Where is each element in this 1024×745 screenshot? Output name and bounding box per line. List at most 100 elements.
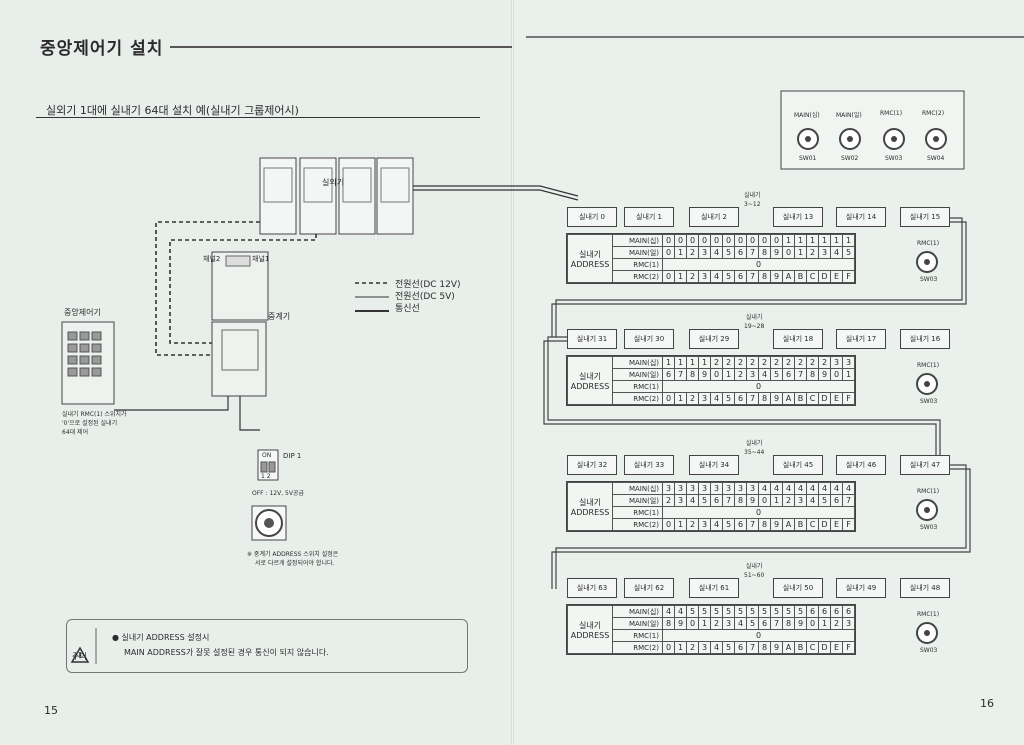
address-cell: A [782,641,795,654]
address-cell: 2 [770,356,783,369]
address-cell: C [806,270,819,283]
row-label: RMC(2) [612,392,663,405]
address-cell: 6 [734,246,747,259]
row-label: MAIN(일) [612,368,663,381]
address-cell: 7 [770,617,783,630]
address-cell: 3 [662,482,675,495]
row-label: RMC(2) [612,518,663,531]
rmc1-cell: 0 [662,380,855,393]
address-cell: 3 [698,392,711,405]
rotary-switch-icon[interactable] [916,373,938,395]
channel2-label: 채널2 [203,255,221,263]
address-cell: 6 [734,392,747,405]
address-cell: 6 [818,605,831,618]
address-cell: 1 [818,617,831,630]
address-cell: B [794,518,807,531]
address-cell: 7 [746,392,759,405]
address-cell: 0 [662,234,675,247]
address-cell: 4 [758,482,771,495]
address-cell: 3 [698,270,711,283]
address-cell: 3 [686,482,699,495]
address-cell: 6 [830,494,843,507]
address-cell: 3 [722,617,735,630]
rotary-switch-icon[interactable] [925,128,947,150]
outdoor-unit-label: 실외기 [322,178,345,187]
indoor-unit: 실내기 17 [836,329,886,349]
controller-note: 실내기 RMC(1) 스위치가 '0'으로 설정된 실내기 64대 제어 [62,411,127,436]
indoor-unit: 실내기 0 [567,207,617,227]
address-cell: 2 [806,246,819,259]
address-cell: 2 [734,368,747,381]
subtitle-rule [36,117,480,118]
address-cell: 8 [686,368,699,381]
address-cell: 4 [830,246,843,259]
address-cell: 3 [674,482,687,495]
address-cell: 0 [686,617,699,630]
address-cell: 6 [842,605,855,618]
address-cell: 4 [794,482,807,495]
address-cell: 6 [806,605,819,618]
rotary-switch-icon[interactable] [916,622,938,644]
address-cell: A [782,270,795,283]
address-cell: 1 [674,356,687,369]
address-cell: 1 [830,234,843,247]
address-cell: 3 [746,482,759,495]
page-number-right: 16 [980,697,994,710]
row-label: MAIN(일) [612,494,663,507]
address-cell: 2 [734,356,747,369]
address-cell: 9 [674,617,687,630]
address-cell: 6 [734,270,747,283]
address-cell: 2 [758,356,771,369]
address-cell: 8 [758,270,771,283]
rotary-switch-icon[interactable] [883,128,905,150]
indoor-unit: 실내기 45 [773,455,823,475]
rmc-side-label: RMC(1) [917,240,940,247]
indoor-unit: 실내기 62 [624,578,674,598]
address-cell: 6 [830,605,843,618]
legend-thin: 전원선(DC 5V) [395,291,455,302]
address-cell: 5 [686,605,699,618]
address-cell: 4 [710,641,723,654]
address-cell: 2 [662,494,675,507]
address-cell: 8 [662,617,675,630]
address-cell: 9 [794,617,807,630]
address-cell: 2 [782,494,795,507]
switch-label-0: MAIN(십) [794,112,820,119]
address-cell: 9 [770,518,783,531]
page-number-left: 15 [44,704,58,717]
indoor-unit: 실내기 32 [567,455,617,475]
address-cell: 8 [758,392,771,405]
address-cell: 5 [698,494,711,507]
address-cell: 3 [842,617,855,630]
row-label: RMC(2) [612,641,663,654]
rotary-switch-icon[interactable] [916,499,938,521]
address-cell: 6 [734,641,747,654]
row-label: RMC(1) [612,506,663,519]
rotary-switch-icon[interactable] [839,128,861,150]
row-label: RMC(2) [612,270,663,283]
address-cell: 3 [674,494,687,507]
address-cell: 4 [758,368,771,381]
rotary-switch-icon[interactable] [916,251,938,273]
address-cell: 6 [758,617,771,630]
address-cell: 3 [698,482,711,495]
address-cell: 1 [674,246,687,259]
address-cell: 2 [818,356,831,369]
address-cell: F [842,518,855,531]
address-cell: 5 [722,270,735,283]
address-cell: 4 [734,617,747,630]
rotary-switch-icon[interactable] [797,128,819,150]
address-cell: 3 [818,246,831,259]
indoor-unit: 실내기 30 [624,329,674,349]
address-cell: 9 [818,368,831,381]
row-label: RMC(1) [612,258,663,271]
address-cell: 1 [698,356,711,369]
address-cell: 1 [674,270,687,283]
address-cell: 9 [698,368,711,381]
